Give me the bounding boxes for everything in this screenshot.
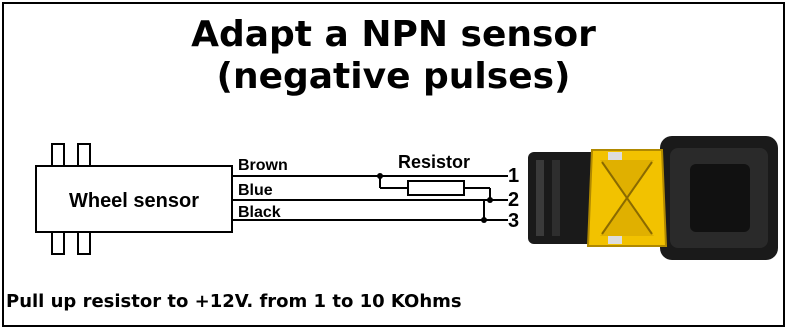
sensor-tab-top-left [51,143,65,167]
pin-label-1: 1 [508,165,519,187]
wire-label-blue: Blue [238,182,273,199]
junction-dot-2 [487,197,493,203]
sensor-tab-bottom-left [51,231,65,255]
junction-dot-3 [481,217,487,223]
pin-label-3: 3 [508,210,519,232]
wires [232,175,508,221]
wheel-sensor-label: Wheel sensor [69,190,199,212]
pin-label-2: 2 [508,189,519,211]
sensor-tab-bottom-right [77,231,91,255]
resistor-label: Resistor [398,152,470,172]
resistor-symbol [407,180,465,196]
wire-label-black: Black [238,204,281,221]
resistor-network [379,176,491,220]
wheel-sensor-box [35,165,233,233]
diagram-title-line1: Adapt a NPN sensor [191,14,596,55]
junction-dot-1 [377,173,383,179]
sensor-tab-top-right [77,143,91,167]
wire-label-brown: Brown [238,157,288,174]
footer-note: Pull up resistor to +12V. from 1 to 10 K… [6,291,462,312]
connector-image [528,136,778,260]
connector-left-body [528,152,600,244]
diagram-title-line2: (negative pulses) [216,56,571,97]
